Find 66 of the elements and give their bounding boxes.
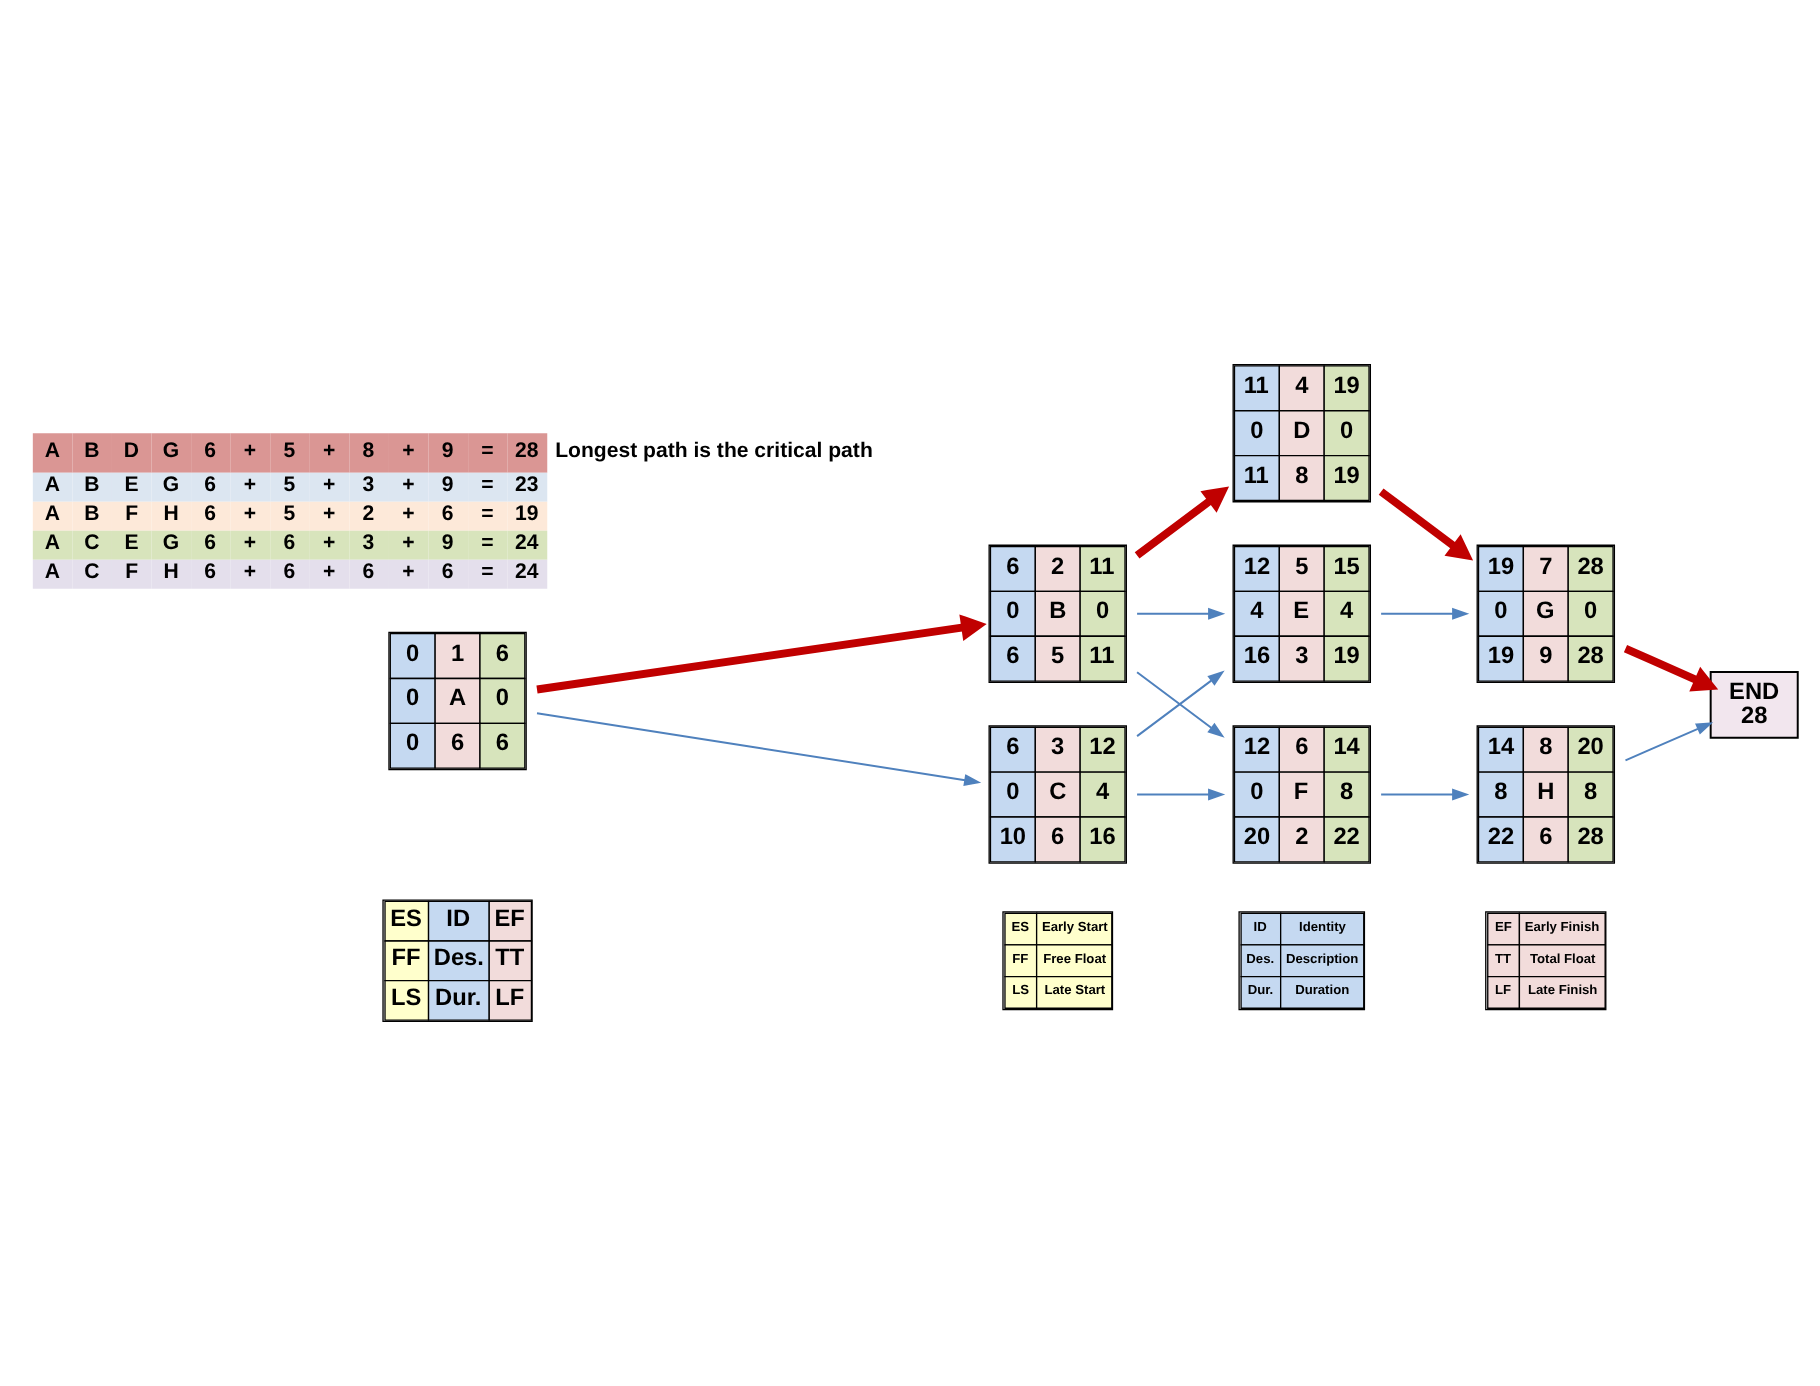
label: D xyxy=(123,438,140,463)
label: + xyxy=(402,530,415,555)
label: + xyxy=(323,472,336,497)
label: C xyxy=(84,530,100,555)
label: + xyxy=(243,501,257,526)
label: E xyxy=(124,472,139,497)
label: H xyxy=(163,559,179,584)
label: = xyxy=(481,530,494,555)
label: A xyxy=(44,530,60,555)
label: 5 xyxy=(283,472,296,497)
label: B xyxy=(84,501,100,526)
label: + xyxy=(323,438,336,463)
label: 19 xyxy=(514,501,539,526)
label: F xyxy=(125,501,139,526)
label: + xyxy=(243,472,257,497)
label: 6 xyxy=(441,501,454,526)
label: 24 xyxy=(514,559,539,584)
label: B xyxy=(84,438,100,463)
label: A xyxy=(44,501,60,526)
label: 6 xyxy=(204,530,217,555)
label: + xyxy=(402,559,415,584)
label: 8 xyxy=(362,438,375,463)
label: = xyxy=(481,501,494,526)
label: Longest path is the critical path xyxy=(555,438,873,463)
label: + xyxy=(402,501,415,526)
label: 6 xyxy=(283,559,296,584)
label: G xyxy=(162,530,180,555)
label: G xyxy=(162,438,180,463)
label: 28 xyxy=(514,438,539,463)
label: G xyxy=(162,472,180,497)
label: 24 xyxy=(514,530,539,555)
label: 9 xyxy=(441,438,454,463)
label: 3 xyxy=(362,530,375,555)
label: 5 xyxy=(283,438,296,463)
label: B xyxy=(84,472,100,497)
label: 6 xyxy=(204,438,217,463)
label: 23 xyxy=(514,472,539,497)
label: 6 xyxy=(204,501,217,526)
label: 9 xyxy=(441,530,454,555)
label: 2 xyxy=(362,501,375,526)
label: = xyxy=(481,472,494,497)
label: 6 xyxy=(441,559,454,584)
label: 6 xyxy=(362,559,375,584)
label: + xyxy=(243,559,257,584)
label: A xyxy=(44,472,60,497)
label: + xyxy=(402,472,415,497)
label: C xyxy=(84,559,100,584)
label: + xyxy=(323,501,336,526)
label: H xyxy=(163,501,179,526)
label: 5 xyxy=(283,501,296,526)
label: F xyxy=(125,559,139,584)
label: = xyxy=(481,438,494,463)
label: 9 xyxy=(441,472,454,497)
label: 6 xyxy=(204,472,217,497)
label: A xyxy=(44,438,60,463)
label: 6 xyxy=(283,530,296,555)
label: + xyxy=(323,530,336,555)
label: 3 xyxy=(362,472,375,497)
label: + xyxy=(243,438,257,463)
label: + xyxy=(323,559,336,584)
label: A xyxy=(44,559,60,584)
label: = xyxy=(481,559,494,584)
label: + xyxy=(402,438,415,463)
label: 6 xyxy=(204,559,217,584)
label: + xyxy=(243,530,257,555)
label: E xyxy=(124,530,139,555)
